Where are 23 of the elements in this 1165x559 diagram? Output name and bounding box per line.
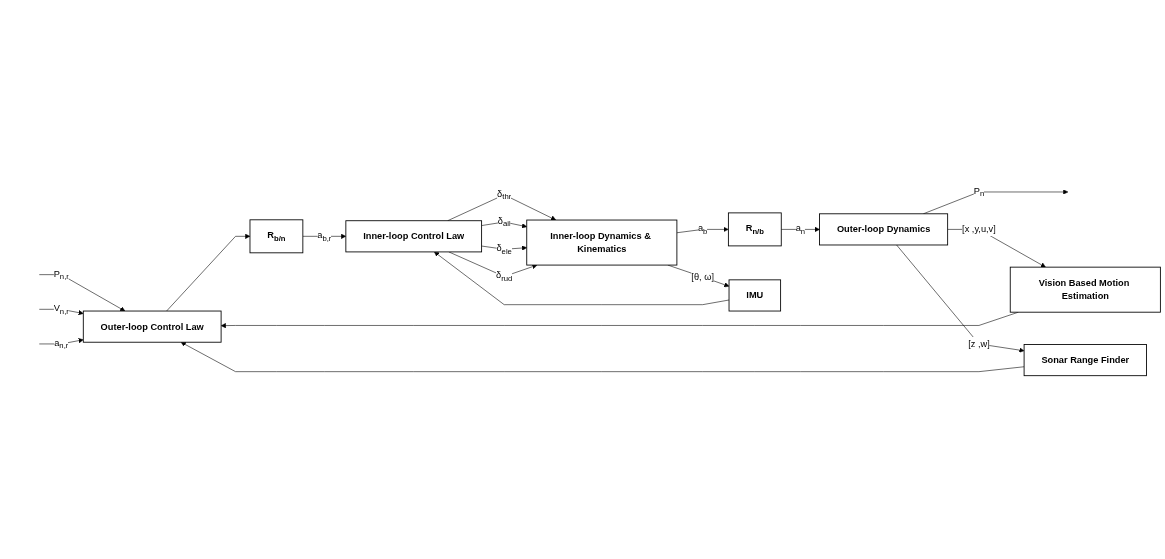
edge-label: a$_{b}$ (697, 223, 708, 236)
node-box: R$_{b/n}$ (249, 219, 304, 254)
node-box: Vision Based Motion Estimation (1009, 266, 1161, 313)
node-box: R$_{n/b}$ (727, 212, 782, 247)
node-box: Outer-loop Dynamics (819, 213, 949, 246)
edge-label: V$_{n,r}$ (53, 303, 69, 316)
edge-label: a$_{n}$ (795, 223, 806, 236)
edge-label: P$_{n}$ (973, 185, 985, 199)
edge-label: [x ,y,u,v] (962, 224, 996, 235)
edge-label: δ$_{rud}$ (496, 270, 513, 283)
node-box: Inner-loop Control Law (345, 220, 483, 253)
edge-label: P$_{n,r}$ (53, 268, 69, 281)
edge-label: δ$_{ele}$ (496, 243, 512, 256)
edge-label: [θ, ω] (691, 271, 714, 282)
edge-label: δ$_{ail}$ (497, 215, 511, 229)
node-box: Sonar Range Finder (1023, 344, 1147, 377)
node-box: IMU (728, 279, 782, 312)
node-box: Outer-loop Control Law (82, 310, 222, 343)
edge-label: a$_{b,r}$ (317, 230, 332, 243)
node-box: Inner-loop Dynamics & Kinematics (526, 219, 678, 266)
edge-label: δ$_{thr}$ (497, 188, 512, 201)
edge-label: a$_{n,r}$ (54, 337, 69, 351)
edge-label: [z ,w] (968, 338, 990, 349)
